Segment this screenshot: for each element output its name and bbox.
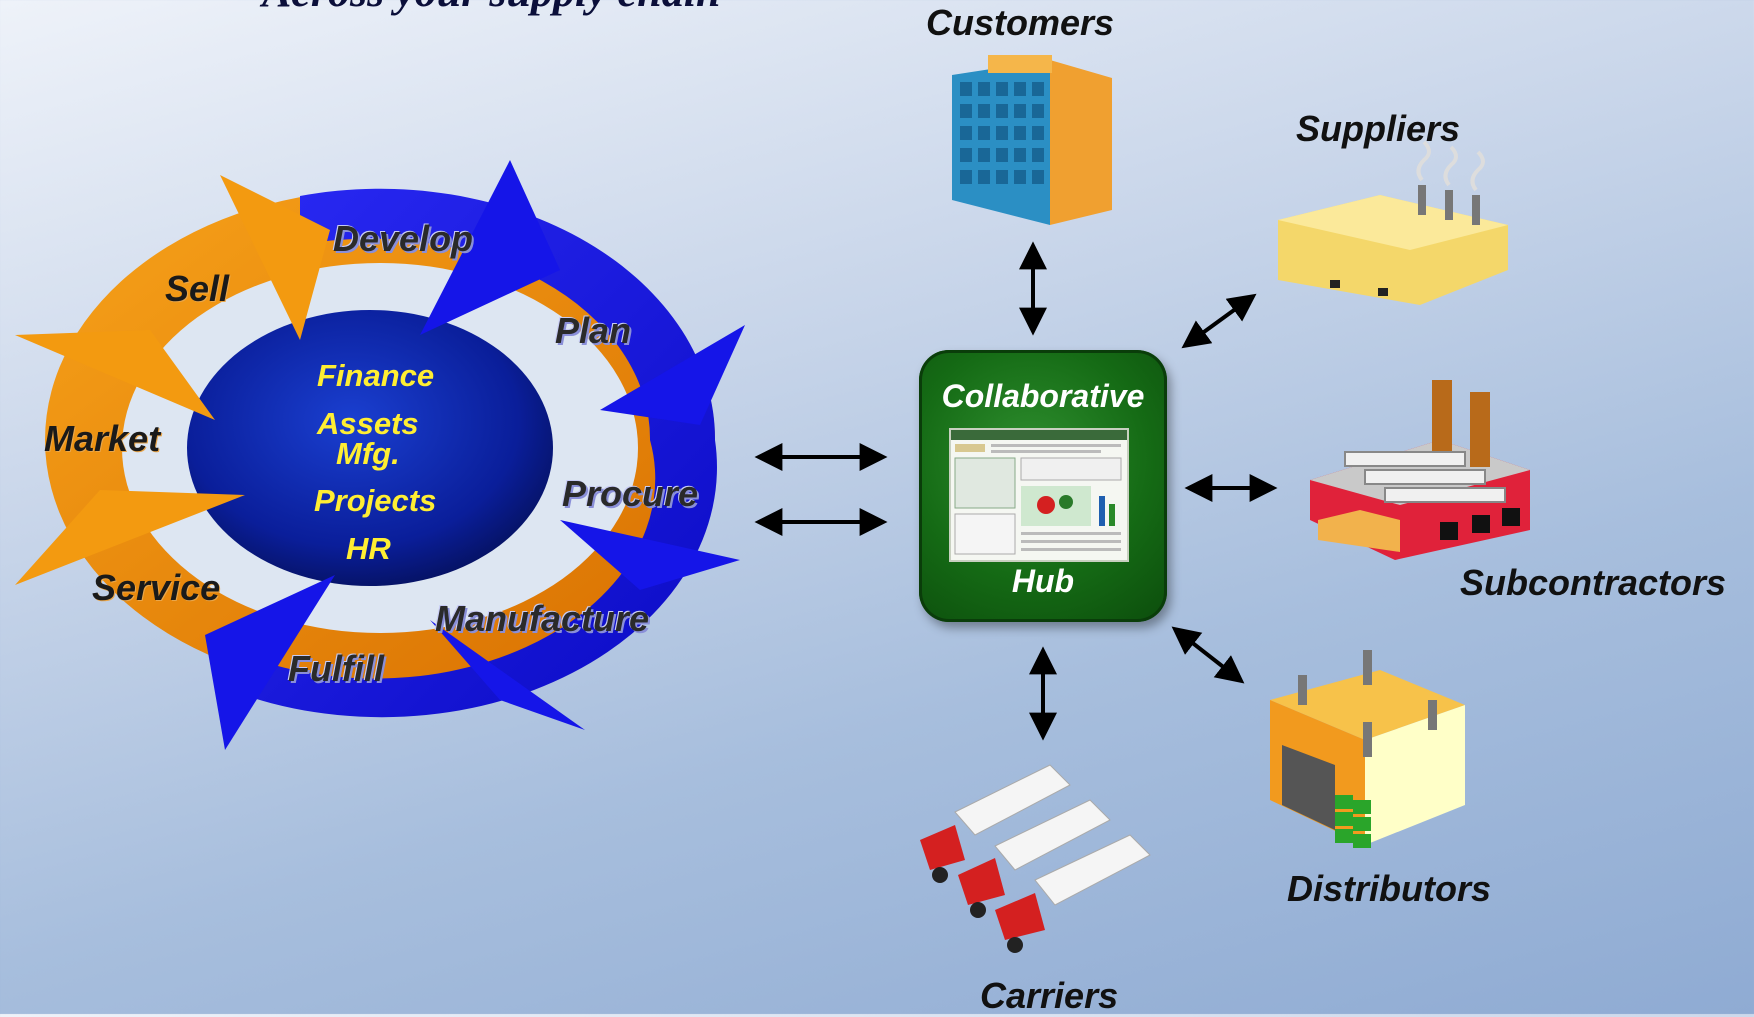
arrow-market-head: [15, 330, 215, 420]
node-label-carriers: Carriers: [980, 975, 1119, 1016]
core-label-projects: Projects: [314, 483, 437, 518]
hub-distributors-arrow: [1171, 626, 1245, 684]
arrow-sell-head: [220, 175, 330, 340]
slide-title: Across your supply chain: [262, 0, 720, 17]
hub-screenshot-icon: [949, 428, 1129, 562]
arrow-develop-head: [420, 160, 560, 335]
cycle-label-fulfill: Fulfill: [288, 648, 384, 689]
cycle-label-market: Market: [44, 418, 161, 459]
hub-suppliers-arrow: [1181, 293, 1257, 349]
distributors-warehouse-icon: [1270, 650, 1465, 848]
arrow-plan-head: [600, 325, 745, 425]
cycle-label-develop: Develop: [333, 218, 474, 259]
core-label-assets: Assets: [317, 406, 419, 441]
node-label-customers: Customers: [926, 2, 1115, 43]
cycle-label-manufacture: Manufacture: [435, 598, 650, 639]
cycle-label-plan: Plan: [555, 310, 632, 351]
arrow-manufacture-head: [430, 620, 585, 730]
node-label-subcontractors: Subcontractors: [1460, 562, 1727, 603]
process-cycle: [15, 160, 745, 750]
suppliers-factory-icon: [1278, 140, 1508, 305]
cycle-label-service: Service: [92, 567, 221, 608]
customers-building-icon: [952, 55, 1112, 225]
subcontractors-factory-icon: [1310, 380, 1530, 560]
node-label-suppliers: Suppliers: [1296, 108, 1461, 149]
hub-subtitle: Hub: [1011, 563, 1075, 599]
hub-title: Collaborative: [941, 378, 1145, 414]
core-label-mfg: Mfg.: [336, 436, 400, 471]
arrow-procure-head: [560, 520, 740, 590]
core-label-hr: HR: [346, 531, 391, 566]
carriers-trucks-icon: [920, 764, 1151, 953]
collaborative-hub[interactable]: Collaborative Hub: [919, 350, 1167, 622]
arrow-fulfill-head: [205, 575, 335, 750]
node-label-distributors: Distributors: [1287, 868, 1492, 909]
cycle-label-sell: Sell: [165, 268, 230, 309]
core-label-finance: Finance: [317, 358, 435, 393]
core-disc: [187, 310, 553, 586]
cycle-label-procure: Procure: [562, 473, 699, 514]
arrow-service-head: [15, 490, 245, 585]
